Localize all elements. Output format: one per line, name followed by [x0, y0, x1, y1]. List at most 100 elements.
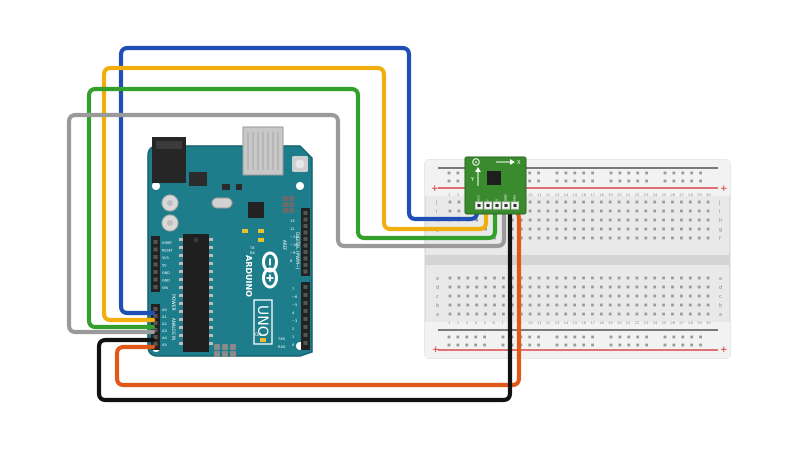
- breadboard-hole: [608, 285, 612, 289]
- breadboard-hole: [564, 227, 568, 231]
- breadboard-hole: [528, 236, 532, 240]
- breadboard-hole: [564, 236, 568, 240]
- chip-leg: [179, 334, 183, 337]
- column-label: 29: [697, 193, 702, 197]
- rail-hole: [465, 335, 469, 339]
- wire-gray[interactable]: [66, 112, 507, 335]
- breadboard-hole: [617, 236, 621, 240]
- rail-hole: [672, 179, 676, 183]
- column-label: 13: [555, 193, 560, 197]
- chip-leg: [179, 254, 183, 257]
- breadboard-hole: [546, 218, 550, 222]
- breadboard-hole: [662, 303, 665, 307]
- breadboard-hole: [475, 312, 479, 316]
- rail-hole: [528, 335, 532, 339]
- breadboard-hole: [555, 294, 559, 298]
- header-pin: [303, 217, 308, 222]
- breadboard-hole: [697, 227, 701, 231]
- breadboard-hole: [457, 303, 461, 307]
- pin-labels: IOREFRESET3V35VGNDGNDVINA0A1A2A3A4A51312…: [162, 219, 298, 349]
- rail-hole: [555, 179, 559, 183]
- uno-badge: UNO: [253, 299, 273, 345]
- wire-green[interactable]: [86, 86, 498, 330]
- breadboard-hole: [680, 218, 683, 222]
- breadboard-hole: [671, 312, 674, 316]
- sensor-pin-hole: [504, 203, 508, 208]
- breadboard-hole: [599, 312, 603, 316]
- breadboard-hole: [466, 294, 470, 298]
- rail-hole: [537, 179, 540, 183]
- breadboard-hole: [573, 303, 576, 307]
- header-pin: [303, 211, 308, 215]
- chip-leg: [179, 246, 183, 249]
- led-indicator: [258, 238, 264, 242]
- icsp-pin: [230, 344, 236, 350]
- header-pin: [153, 335, 158, 339]
- breadboard-hole: [653, 294, 657, 298]
- wire-blue[interactable]: [118, 45, 480, 316]
- breadboard-hole: [537, 227, 541, 231]
- rail-hole: [573, 335, 577, 339]
- sensor-pin-label: Y: [486, 199, 490, 201]
- breadboard-hole: [573, 200, 576, 204]
- breadboard-hole: [653, 236, 657, 240]
- wire-black[interactable]: [96, 209, 513, 403]
- rail-hole: [627, 179, 631, 183]
- power-pin-label: IOREF: [162, 241, 172, 245]
- rail-hole: [636, 343, 640, 347]
- breadboard-hole: [653, 285, 657, 289]
- breadboard-hole: [599, 276, 603, 280]
- breadboard-hole: [617, 312, 621, 316]
- breadboard-hole: [662, 200, 665, 204]
- rail-hole: [645, 171, 648, 175]
- rail-plus-symbol: +: [720, 345, 728, 355]
- breadboard-hole: [635, 276, 639, 280]
- rx-pin-label: RX0: [278, 345, 286, 349]
- breadboard-hole: [653, 218, 657, 222]
- breadboard-hole: [573, 285, 576, 289]
- rail-hole: [618, 171, 622, 175]
- breadboard-hole: [706, 236, 710, 240]
- column-label: 17: [590, 193, 595, 197]
- header-pin: [153, 342, 158, 346]
- breadboard-hole: [564, 276, 568, 280]
- rail-hole: [618, 179, 622, 183]
- row-label: i: [719, 209, 720, 215]
- led-indicator: [242, 229, 248, 233]
- column-label: 24: [653, 193, 658, 197]
- breadboard-hole: [635, 236, 639, 240]
- rail-hole: [690, 179, 694, 183]
- breadboard-hole: [555, 276, 559, 280]
- rail-hole: [681, 179, 685, 183]
- power-header-label: POWER: [170, 294, 176, 311]
- breadboard-hole: [555, 227, 559, 231]
- breadboard-hole: [635, 312, 639, 316]
- breadboard-hole: [626, 276, 630, 280]
- column-label: 30: [706, 321, 711, 325]
- breadboard-hole: [599, 303, 603, 307]
- header-pin: [153, 262, 158, 267]
- reset-button-cap[interactable]: [295, 159, 305, 169]
- breadboard-hole: [528, 209, 532, 213]
- breadboard-hole: [599, 236, 603, 240]
- row-label: e: [436, 276, 439, 282]
- breadboard-hole: [608, 200, 612, 204]
- column-label: 20: [617, 321, 622, 325]
- header-pins: [153, 211, 308, 346]
- header-pin: [153, 247, 158, 252]
- breadboard-hole: [671, 285, 674, 289]
- icsp-pin: [283, 208, 288, 213]
- breadboard-hole: [591, 276, 594, 280]
- breadboard-hole: [706, 209, 710, 213]
- wire-orange[interactable]: [114, 209, 522, 388]
- breadboard-hole: [519, 303, 523, 307]
- sensor-pin-label: X: [495, 199, 499, 201]
- dc-power-jack-top: [156, 141, 182, 149]
- breadboard-hole: [510, 303, 514, 307]
- wire-yellow[interactable]: [101, 65, 489, 323]
- chip-leg: [209, 246, 213, 249]
- column-label: 29: [697, 321, 702, 325]
- breadboard-hole: [537, 312, 541, 316]
- rail-hole: [618, 335, 622, 339]
- rail-hole: [528, 343, 532, 347]
